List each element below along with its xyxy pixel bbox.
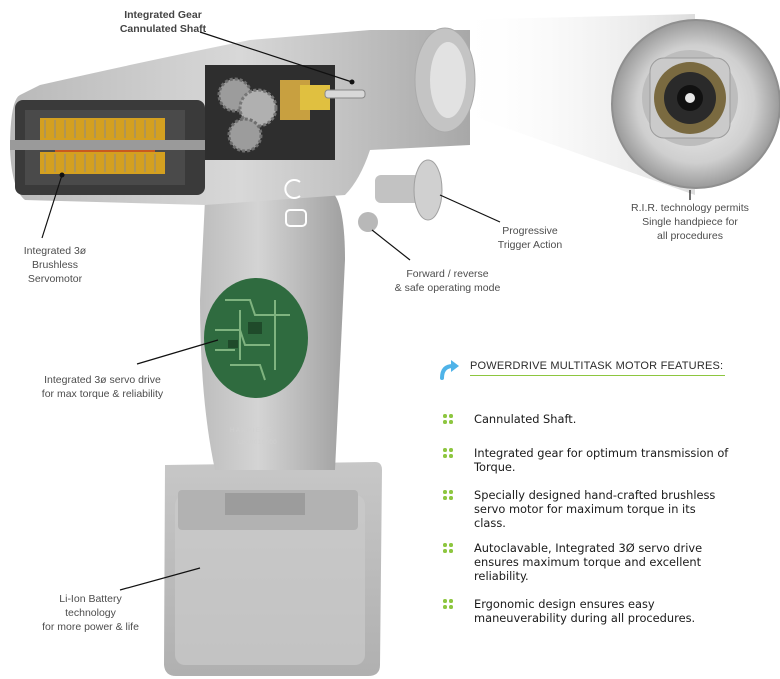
features-title: POWERDRIVE MULTITASK MOTOR FEATURES: (470, 360, 725, 376)
trigger (358, 159, 443, 232)
bullet-dots-icon (443, 490, 453, 500)
curved-arrow-icon (440, 360, 459, 380)
battery (164, 462, 382, 676)
model-engraving: LB10010000 (238, 440, 278, 446)
callout-battery: Li-Ion Battery technology for more power… (42, 593, 139, 633)
feature-text: Ergonomic design ensures easy maneuverab… (474, 597, 696, 625)
pcb-circle (204, 278, 308, 398)
callout-trigger: Progressive Trigger Action (497, 225, 563, 251)
callout-gear-shaft: Integrated Gear Cannulated Shaft (119, 9, 207, 35)
bullet-dots-icon (443, 414, 453, 424)
callout-servomotor: Integrated 3ø Brushless Servomotor (23, 245, 87, 285)
bullet-dots-icon (443, 599, 453, 609)
feature-text: Cannulated Shaft. (474, 412, 577, 426)
callout-lines (41, 31, 691, 591)
drill-body (10, 27, 476, 227)
magnified-chuck (611, 19, 780, 189)
callout-servo-drive: Integrated 3ø servo drive for max torque… (41, 374, 164, 400)
brand-engraving: HANPIECE (230, 428, 273, 434)
feature-text: Specially designed hand-crafted brushles… (474, 488, 716, 530)
bullet-dots-icon (443, 543, 453, 553)
bullet-dots-icon (443, 448, 453, 458)
feature-text: Integrated gear for optimum transmission… (474, 446, 729, 474)
callout-rir: R.I.R. technology permits Single handpie… (631, 202, 749, 242)
callout-forward-reverse: Forward / reverse & safe operating mode (394, 268, 501, 294)
feature-text: Autoclavable, Integrated 3Ø servo drive … (474, 541, 703, 583)
